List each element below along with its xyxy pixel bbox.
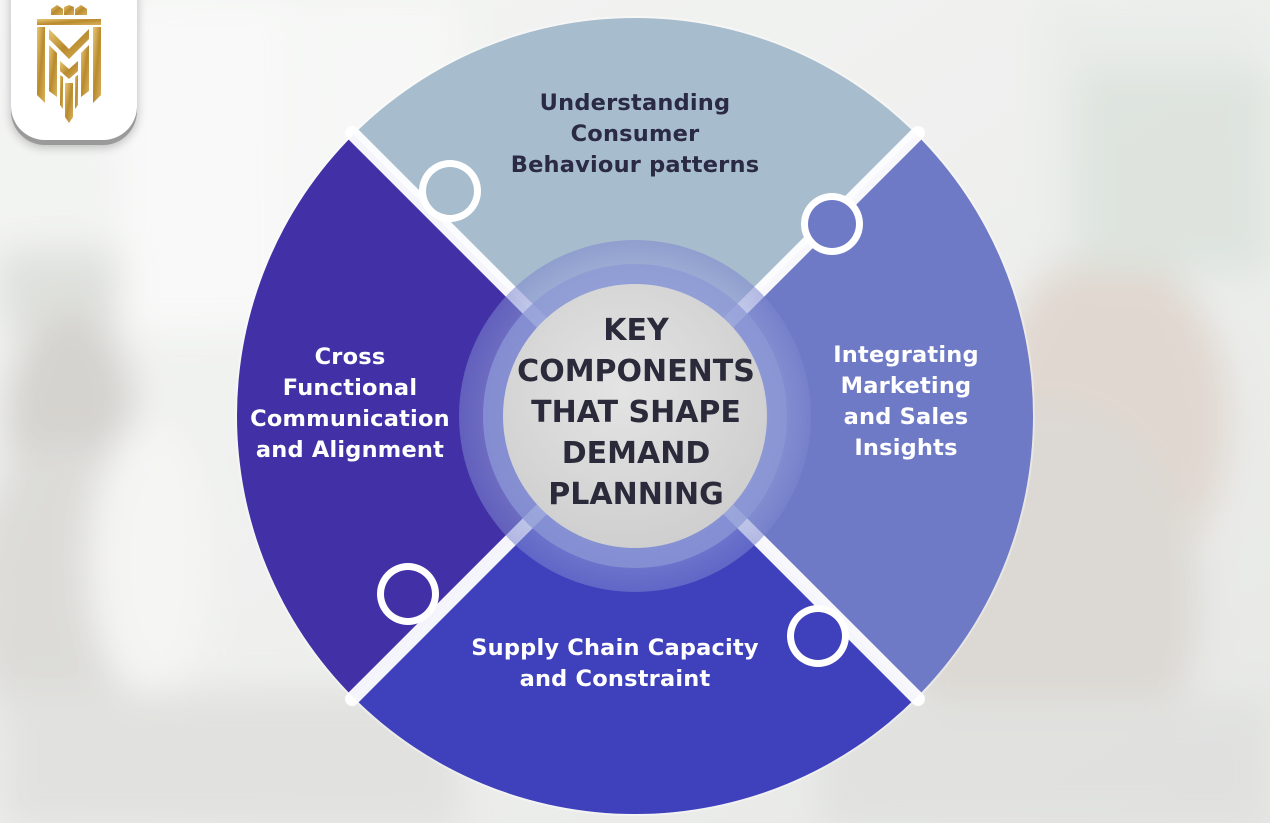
center-title-line: THAT SHAPE	[531, 395, 741, 430]
piece-label-left: Cross Functional Communication and Align…	[238, 342, 462, 466]
center-title: KEY COMPONENTS THAT SHAPE DEMAND PLANNIN…	[496, 310, 776, 515]
piece-label-bottom: Supply Chain Capacity and Constraint	[445, 633, 785, 695]
piece-label-line: Cross	[314, 344, 386, 370]
piece-label-line: Supply Chain Capacity	[471, 635, 759, 661]
piece-label-top: Understanding Consumer Behaviour pattern…	[470, 88, 800, 181]
center-title-line: DEMAND	[561, 436, 711, 471]
piece-label-line: Integrating	[833, 342, 979, 368]
piece-label-line: Consumer	[570, 121, 700, 147]
piece-label-line: Communication	[250, 406, 450, 432]
center-title-line: PLANNING	[548, 477, 724, 512]
puzzle-tab-top-left	[419, 160, 481, 222]
piece-label-line: and Alignment	[255, 437, 445, 463]
center-disc	[503, 284, 767, 548]
piece-label-line: and Constraint	[519, 666, 711, 692]
piece-label-line: Behaviour patterns	[510, 152, 760, 178]
piece-label-line: Insights	[854, 435, 958, 461]
piece-label-line: Marketing	[840, 373, 972, 399]
puzzle-tab-bottom-right	[787, 605, 849, 667]
center-title-line: COMPONENTS	[517, 354, 755, 389]
puzzle-tab-top-right	[801, 193, 863, 255]
piece-label-right: Integrating Marketing and Sales Insights	[818, 340, 994, 464]
piece-label-line: Functional	[282, 375, 418, 401]
puzzle-tab-bottom-left	[377, 563, 439, 625]
piece-label-line: and Sales	[843, 404, 969, 430]
crown-shield-logo-icon	[37, 5, 101, 123]
center-title-line: KEY	[603, 313, 669, 348]
piece-label-line: Understanding	[539, 90, 731, 116]
